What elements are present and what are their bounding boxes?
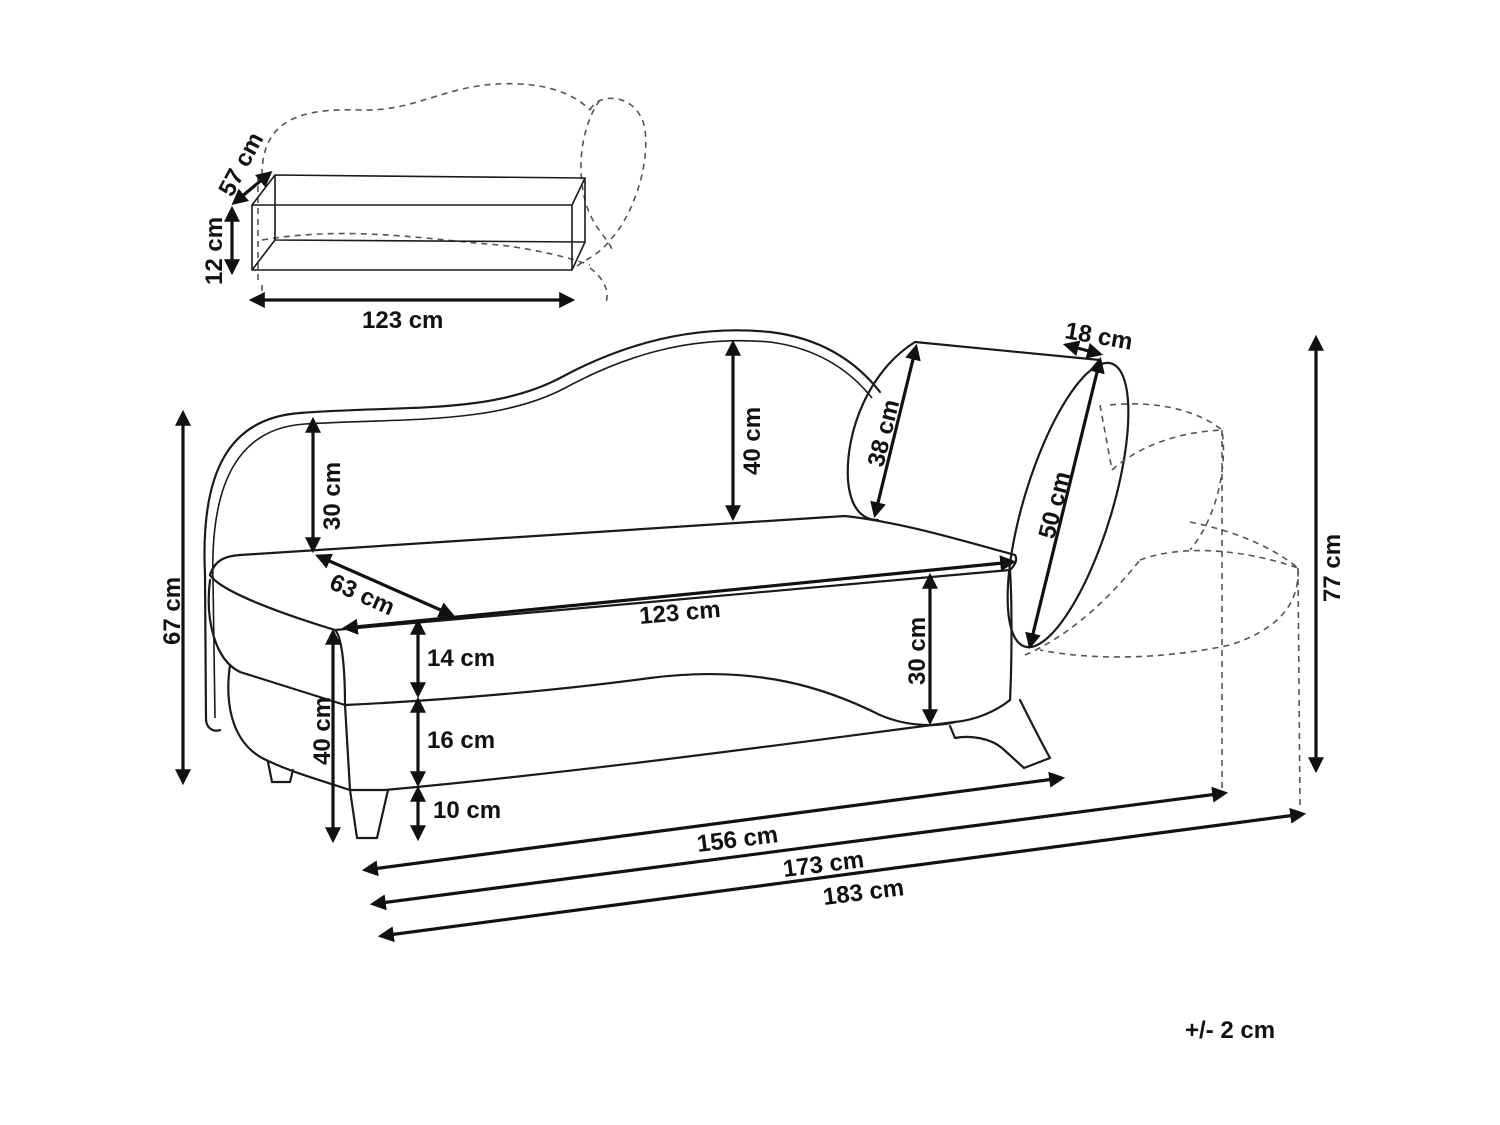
side-30-label: 30 cm: [904, 617, 931, 685]
bolster-cushion: [846, 340, 1130, 649]
backrest-30-label: 30 cm: [319, 462, 346, 530]
cushion-38-label: 38 cm: [863, 397, 906, 470]
cushion-50-label: 50 cm: [1034, 469, 1077, 542]
storage-inset: 57 cm 12 cm 123 cm: [201, 82, 647, 334]
cushion-14-label: 14 cm: [427, 645, 495, 672]
cushion-38-arrow: [870, 343, 921, 519]
length-173-label: 173 cm: [781, 846, 865, 883]
base-16-label: 16 cm: [427, 727, 495, 754]
storage-depth-arrow: [231, 170, 273, 206]
seat-height-40-label: 40 cm: [309, 697, 336, 765]
backrest-40-label: 40 cm: [739, 407, 766, 475]
cushion-50-arrow: [1025, 356, 1105, 650]
front-left-leg: [348, 788, 390, 840]
dimension-arrows: [175, 334, 1324, 943]
back-left-leg: [266, 760, 295, 784]
storage-depth-label: 57 cm: [213, 128, 269, 201]
length-183-arrow: [377, 807, 1307, 943]
length-183-label: 183 cm: [821, 874, 905, 911]
cushion-18-label: 18 cm: [1063, 317, 1135, 355]
leg-10-label: 10 cm: [433, 797, 501, 824]
length-156-arrow: [361, 771, 1066, 877]
seat-width-label: 123 cm: [638, 596, 721, 630]
storage-width-label: 123 cm: [362, 307, 443, 334]
right-leg: [948, 698, 1052, 770]
height-77-label: 77 cm: [1319, 534, 1346, 602]
storage-height-label: 12 cm: [201, 217, 228, 285]
seat-width-arrow: [341, 555, 1017, 635]
cushion-18-arrow: [1062, 340, 1104, 359]
tolerance-note: +/- 2 cm: [1185, 1017, 1275, 1044]
dashed-cushion-position: [1024, 403, 1301, 809]
height-67-label: 67 cm: [159, 577, 186, 645]
